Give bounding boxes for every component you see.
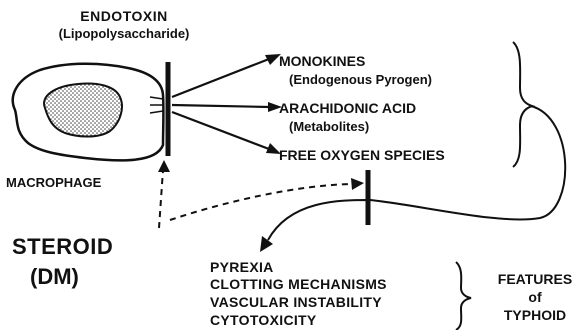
lipopolysaccharide-label: (Lipopolysaccharide): [4, 26, 244, 41]
result-typhoid-label: TYPHOID: [487, 307, 583, 323]
arrow-to-arachidonic-acid: [172, 105, 269, 107]
free-oxygen-species-label: FREE OXYGEN SPECIES: [279, 147, 445, 163]
steroid-label: STEROID: [12, 234, 113, 260]
mediators-brace: [513, 42, 532, 167]
steroid-to-membrane-arrowhead: [158, 160, 170, 172]
steroid-to-block-arrow: [170, 184, 352, 220]
steroid-to-block-arrowhead: [351, 178, 364, 190]
macrophage-label: MACROPHAGE: [6, 175, 101, 190]
macrophage-nucleus: [44, 84, 122, 137]
arachidonic-acid-label: ARACHIDONIC ACID: [279, 100, 416, 116]
small-inner-arrow-c: [150, 111, 163, 113]
arrow-to-oxygen-species: [172, 112, 269, 149]
endotoxin-label: ENDOTOXIN: [4, 8, 244, 24]
arrow-to-monokines: [172, 59, 269, 97]
dm-label: (DM): [30, 264, 79, 290]
feature-clotting-mechanisms: CLOTTING MECHANISMS: [210, 276, 387, 292]
small-inner-arrow-a: [150, 97, 163, 99]
result-features-label: FEATURES: [487, 271, 583, 287]
feature-cytotoxicity: CYTOTOXICITY: [210, 312, 317, 328]
monokines-label: MONOKINES: [279, 53, 365, 69]
features-brace: [456, 262, 471, 330]
feature-vascular-instability: VASCULAR INSTABILITY: [210, 294, 382, 310]
pathway-arrowhead: [260, 236, 273, 252]
feature-pyrexia: PYREXIA: [210, 259, 274, 275]
result-of-label: of: [487, 289, 583, 305]
endogenous-pyrogen-label: (Endogenous Pyrogen): [289, 72, 432, 87]
metabolites-label: (Metabolites): [289, 119, 369, 134]
steroid-to-membrane-arrow: [159, 170, 163, 228]
